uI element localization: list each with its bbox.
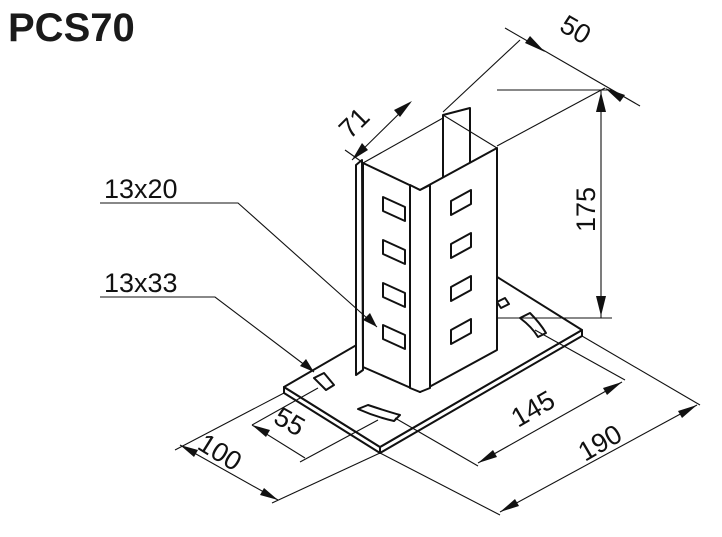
dim-100: 100 bbox=[193, 428, 247, 477]
dim-145: 145 bbox=[506, 385, 560, 434]
dim-190: 190 bbox=[573, 419, 627, 468]
product-title: PCS70 bbox=[8, 6, 135, 50]
dim-50: 50 bbox=[555, 9, 596, 50]
column-slots bbox=[382, 189, 472, 350]
dimension-lines bbox=[100, 27, 701, 516]
label-13x20: 13x20 bbox=[104, 174, 178, 204]
label-13x33: 13x33 bbox=[104, 268, 178, 298]
column bbox=[355, 107, 498, 393]
dim-175: 175 bbox=[571, 187, 601, 232]
dim-71: 71 bbox=[333, 102, 375, 144]
dim-55: 55 bbox=[269, 401, 310, 442]
